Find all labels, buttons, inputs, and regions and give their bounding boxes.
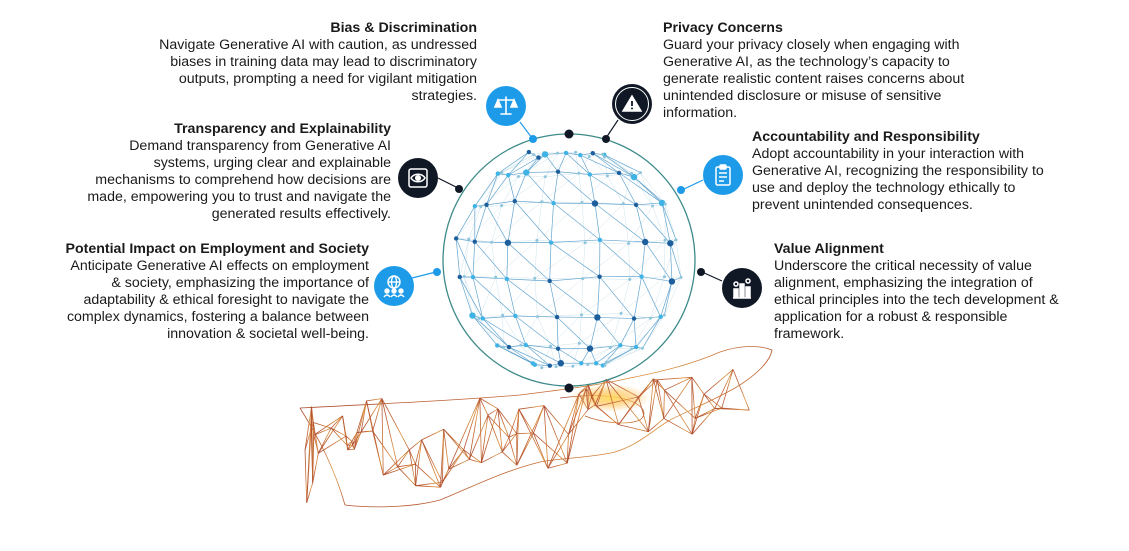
wireframe-hand xyxy=(299,346,773,508)
privacy-body: Guard your privacy closely when engaging… xyxy=(663,37,965,121)
eye-icon xyxy=(398,158,438,198)
privacy-title: Privacy Concerns xyxy=(663,20,783,36)
impact-title: Potential Impact on Employment and Socie… xyxy=(65,241,369,257)
privacy-block: Privacy Concerns Guard your privacy clos… xyxy=(663,20,1008,122)
bias-body: Navigate Generative AI with caution, as … xyxy=(159,37,477,104)
value-body: Underscore the critical necessity of val… xyxy=(774,258,1059,342)
globe-nodes xyxy=(453,149,683,370)
impact-body: Anticipate Generative AI effects on empl… xyxy=(66,258,369,342)
transparency-body: Demand transparency from Generative AI s… xyxy=(87,138,391,222)
bias-discrimination-block: Bias & Discrimination Navigate Generativ… xyxy=(150,20,477,105)
people-globe-icon xyxy=(374,266,414,306)
value-title: Value Alignment xyxy=(774,241,884,257)
clipboard-icon xyxy=(703,155,743,195)
warning-icon xyxy=(612,84,652,124)
network-globe xyxy=(453,149,683,370)
ring-dot-bottom xyxy=(564,383,574,393)
value-alignment-block: Value Alignment Underscore the critical … xyxy=(774,241,1072,343)
transparency-title: Transparency and Explainability xyxy=(174,121,391,137)
accountability-title: Accountability and Responsibility xyxy=(752,129,980,145)
connectors xyxy=(411,119,723,282)
transparency-block: Transparency and Explainability Demand t… xyxy=(86,121,391,223)
accountability-body: Adopt accountability in your interaction… xyxy=(752,146,1044,213)
ring-dot-top xyxy=(564,129,574,139)
impact-block: Potential Impact on Employment and Socie… xyxy=(60,241,369,343)
bias-title: Bias & Discrimination xyxy=(330,20,477,36)
scales-icon xyxy=(486,86,526,126)
globe-edges xyxy=(455,151,682,368)
alignment-chart-icon xyxy=(722,268,762,308)
accountability-block: Accountability and Responsibility Adopt … xyxy=(752,129,1052,214)
